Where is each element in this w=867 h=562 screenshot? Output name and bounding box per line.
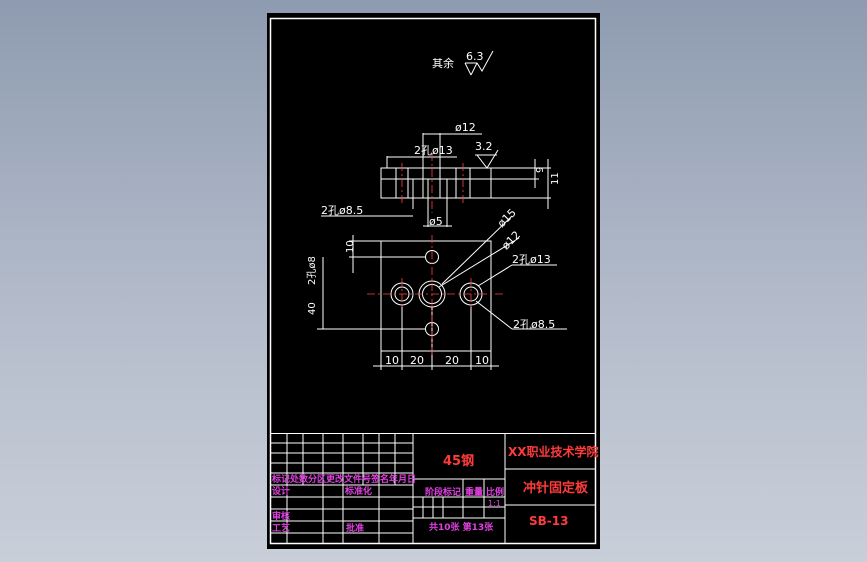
roughness-note-v2 bbox=[464, 62, 472, 76]
top-dim-phi12: ø12 bbox=[455, 121, 476, 134]
front-view-body bbox=[380, 240, 492, 352]
front-bottom-dim: 20 bbox=[410, 354, 424, 367]
roughness-note-value: 6.3 bbox=[466, 50, 484, 63]
top-dim-holes13: 2孔ø13 bbox=[414, 144, 453, 157]
tb-revision-header: 标记处数分区更改文件号签名年月日 bbox=[271, 473, 416, 485]
front-dim-phi15: ø15 bbox=[495, 206, 519, 230]
leader-holes13 bbox=[477, 264, 513, 287]
front-bottom-dim: 10 bbox=[385, 354, 399, 367]
front-dim-holes85: 2孔ø8.5 bbox=[513, 318, 555, 331]
tb-designer: 设计 bbox=[272, 485, 290, 497]
leader-holes85 bbox=[475, 300, 513, 330]
top-dim-9: 9 bbox=[535, 167, 546, 173]
title-block bbox=[270, 433, 596, 544]
tb-part-name: 冲针固定板 bbox=[523, 480, 589, 496]
top-roughness: 3.2 bbox=[475, 140, 493, 153]
front-bottom-dim: 20 bbox=[445, 354, 459, 367]
roughness-symbol bbox=[476, 149, 499, 169]
top-dim-holes85: 2孔ø8.5 bbox=[321, 204, 363, 217]
top-view-body bbox=[380, 167, 492, 199]
top-dim-11: 11 bbox=[550, 172, 561, 185]
tb-sheets: 共10张 第13张 bbox=[429, 521, 494, 533]
cad-drawing: 其余 6.3 bbox=[269, 17, 599, 545]
front-view bbox=[317, 215, 567, 370]
front-view-centerlines bbox=[367, 235, 505, 358]
front-dim-phi12: ø12 bbox=[499, 228, 523, 252]
drawing-sheet: 其余 6.3 bbox=[267, 13, 600, 549]
leader-phi15 bbox=[441, 215, 513, 285]
leader-phi12 bbox=[438, 237, 520, 288]
title-block-frame bbox=[270, 433, 596, 544]
tb-weight: 重量 bbox=[465, 486, 483, 498]
tb-school: XX职业技术学院 bbox=[508, 444, 599, 459]
top-view bbox=[321, 133, 551, 227]
tb-approve: 批准 bbox=[346, 522, 364, 534]
roughness-note-v bbox=[470, 62, 478, 76]
top-dim-phi5: ø5 bbox=[429, 215, 443, 228]
roughness-note-symbol bbox=[465, 50, 494, 72]
tb-review: 审核 bbox=[272, 510, 290, 522]
front-dim-holes13: 2孔ø13 bbox=[512, 253, 551, 266]
tb-process: 工艺 bbox=[272, 522, 290, 534]
front-dim-10-left: 10 bbox=[345, 240, 356, 253]
front-dim-holes8: 2孔ø8 bbox=[306, 256, 318, 285]
tb-standardize: 标准化 bbox=[344, 485, 372, 497]
tb-scale-value: 1:1 bbox=[488, 499, 501, 508]
tb-stage-mark: 阶段标记 bbox=[425, 486, 461, 498]
front-dim-40: 40 bbox=[307, 302, 318, 315]
tb-scale: 比例 bbox=[486, 486, 504, 498]
top-view-centerlines bbox=[401, 153, 464, 213]
roughness-note-label: 其余 bbox=[432, 56, 454, 70]
tb-drawing-no: SB-13 bbox=[529, 514, 568, 528]
tb-material: 45钢 bbox=[443, 453, 474, 469]
front-bottom-dim: 10 bbox=[475, 354, 489, 367]
